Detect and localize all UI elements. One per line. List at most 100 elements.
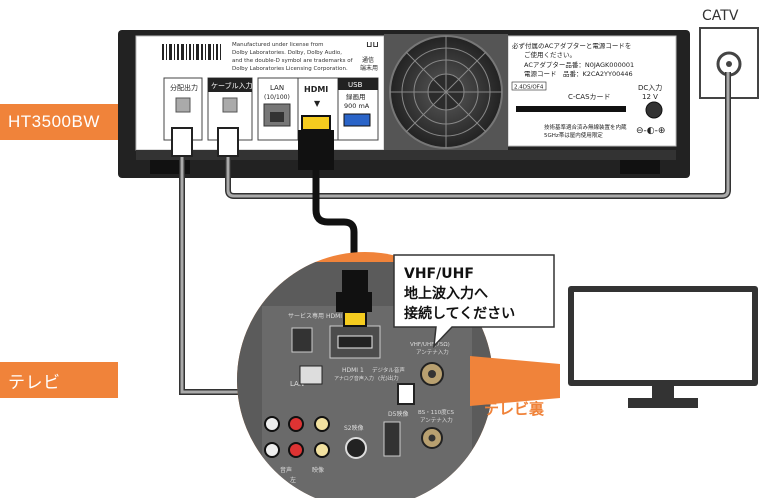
recorder-right-panel <box>507 35 677 147</box>
tv-hdmi1-sub-label: アナログ音声入力 <box>334 375 374 382</box>
tv-hdmi-label: HDMI <box>326 313 342 320</box>
tv-d5-port[interactable] <box>383 421 401 457</box>
usb-label: USB <box>348 81 363 89</box>
adapter-note-3: ACアダプター品番：N0JAGK000001 <box>524 60 634 69</box>
usb-text-2: 900 mA <box>344 102 370 110</box>
lan-spec-label: (10/100) <box>264 94 290 101</box>
tv-hdmi-plug-tip <box>343 311 367 327</box>
tv-audio-label: 音声 <box>280 466 292 474</box>
dolby-text-2: Dolby Laboratories. Dolby, Dolby Audio, <box>232 50 342 56</box>
tv-monitor-icon <box>568 286 758 408</box>
tv-label: テレビ <box>0 362 118 398</box>
tv-monitor-neck <box>652 386 674 400</box>
cable-hdmi <box>312 168 358 300</box>
dolby-text-1: Manufactured under license from <box>232 42 323 48</box>
tv-digital-audio-label-2: (光)出力 <box>378 374 399 382</box>
tv-label-text: テレビ <box>8 372 61 392</box>
tv-audio-jack-2[interactable] <box>288 416 304 432</box>
recorder-hdmi-plug-body <box>298 130 334 170</box>
comm-port-label: 通信 <box>362 56 374 64</box>
lan-label: LAN <box>270 84 284 92</box>
adapter-note-2: ご使用ください。 <box>524 50 576 59</box>
tv-pointer-wedge <box>470 356 560 406</box>
cable-in-label-bg <box>208 78 252 92</box>
callout-line-2: 地上波入力へ <box>404 285 488 302</box>
dolby-text-3: and the double-D symbol are trademarks o… <box>232 58 354 64</box>
recorder-label: HT3500BW <box>0 104 118 140</box>
wireless-note-1: 技術基準適合済み無線装置を内蔵 <box>544 123 627 131</box>
recorder-device: Manufactured under license from Dolby La… <box>118 30 690 178</box>
usb-label-bg <box>338 78 378 90</box>
recorder-hdmi-plug-tip <box>301 115 331 131</box>
cable-in-port[interactable] <box>222 97 238 113</box>
adapter-note-4: 電源コード 品番：K2CA2YY00446 <box>524 69 633 78</box>
callout-line-1: VHF/UHF <box>404 266 474 282</box>
polarity-icon: ⊖-◐-⊕ <box>636 126 665 136</box>
usb-text-1: 録画用 <box>346 92 366 101</box>
usb-port[interactable] <box>343 113 371 127</box>
tv-antenna-plug <box>397 383 415 405</box>
tv-monitor-base <box>628 398 698 408</box>
tv-hdmi-plug-body <box>342 270 368 296</box>
split-out-port[interactable] <box>175 97 191 113</box>
tv-lan-port[interactable] <box>299 365 323 385</box>
tv-d5-label: D5映像 <box>388 410 408 418</box>
tv-service-label: サービス専用 <box>288 312 324 320</box>
catv-label: CATV <box>702 8 739 24</box>
adapter-note-1: 必ず付属のACアダプターと電源コードを <box>512 41 631 50</box>
tv-vhf-label: VHF/UHF(75Ω) <box>410 342 450 348</box>
recorder-label-text: HT3500BW <box>8 112 100 131</box>
hdmi-arrow-icon: ▼ <box>314 99 321 108</box>
tv-audio-jack-1[interactable] <box>264 416 280 432</box>
tv-monitor-screen <box>574 292 752 380</box>
card-slot[interactable] <box>516 106 626 112</box>
callout-line-3: 接続してください <box>404 305 515 322</box>
tv-service-port[interactable] <box>291 327 313 353</box>
catv-outlet-pin <box>726 61 732 67</box>
dc-in-label-2: 12 V <box>642 93 658 101</box>
barcode-icon <box>162 44 221 60</box>
split-out-plug <box>171 127 193 157</box>
tv-right-label: 右 <box>266 476 272 484</box>
rating-frame <box>511 81 547 91</box>
fan-vent-icon <box>384 34 508 150</box>
split-out-label: 分配出力 <box>170 83 198 92</box>
recorder-bottom-rail <box>136 150 676 160</box>
cable-catv <box>226 72 730 198</box>
tv-s2-label: S2映像 <box>344 424 364 432</box>
comm-port-icon: ⊔⊔ <box>366 40 379 49</box>
tv-hdmi-port[interactable] <box>337 335 373 349</box>
card-slot-label: C-CASカード <box>568 93 611 101</box>
tv-digital-audio-label: デジタル音声 <box>372 366 405 374</box>
dc-in-label-1: DC入力 <box>638 83 662 92</box>
recorder-foot-right <box>620 160 660 174</box>
callout-bubble <box>393 254 555 349</box>
tv-video-label: 映像 <box>312 466 324 474</box>
tv-left-label: 左 <box>290 476 296 484</box>
tv-back-label: テレビ裏 <box>484 400 545 418</box>
cable-in-label: ケーブル入力 <box>211 81 253 90</box>
dc-in-port[interactable] <box>645 101 663 119</box>
hdmi-label: HDMI <box>304 85 328 94</box>
tv-hdmi-plug-collar <box>336 292 372 312</box>
tv-video-jack-2[interactable] <box>314 442 330 458</box>
wireless-note-2: 5GHz帯は屋内使用限定 <box>544 131 603 139</box>
tv-audio-jack-4[interactable] <box>288 442 304 458</box>
instruction-callout: VHF/UHF 地上波入力へ 接続してください <box>393 254 555 349</box>
tv-bs-port-pin <box>428 434 436 442</box>
tv-vhf-label-2: アンテナ入力 <box>416 348 449 356</box>
tv-lan-label: LAN <box>290 380 304 388</box>
tv-video-jack-1[interactable] <box>314 416 330 432</box>
tv-bs-label-2: アンテナ入力 <box>420 416 453 424</box>
dolby-text-4: Dolby Laboratories Licensing Corporation… <box>232 66 348 72</box>
cable-in-plug <box>217 127 239 157</box>
rating-label: 2.4DS/OF4 <box>514 85 544 91</box>
tv-hdmi1-label: HDMI 1 <box>342 367 364 374</box>
comm-port-label-2: 端末用 <box>360 64 378 72</box>
lan-port-inner <box>270 112 284 122</box>
tv-bs-label: BS・110度CS <box>418 408 455 416</box>
tv-audio-jack-3[interactable] <box>264 442 280 458</box>
tv-s2-port[interactable] <box>345 437 367 459</box>
